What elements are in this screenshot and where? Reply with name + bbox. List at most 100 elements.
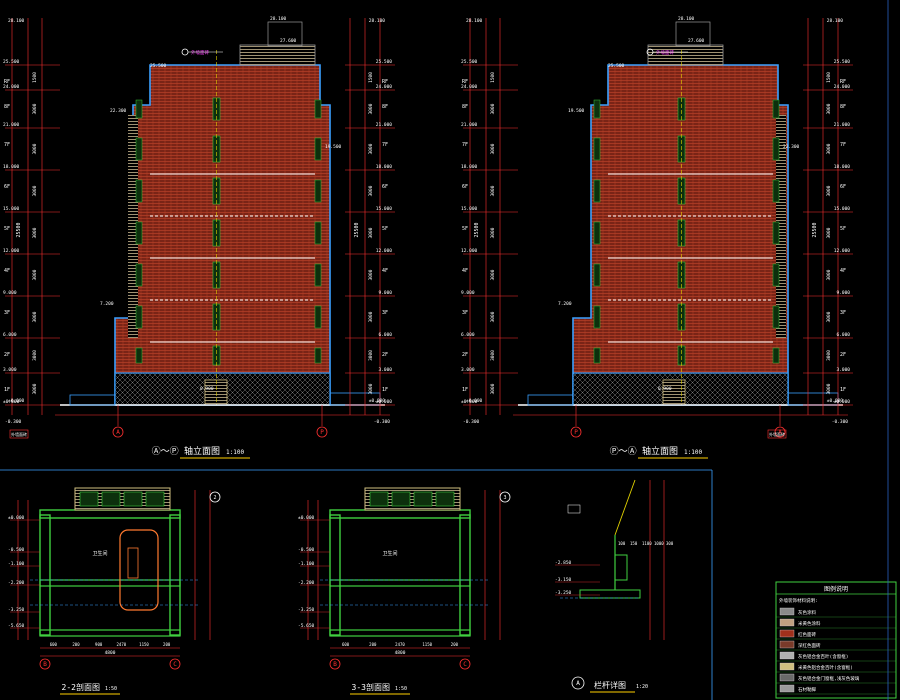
top-level: 28.100 [466, 18, 483, 24]
level-value: 12.000 [376, 248, 393, 254]
roof-slab [329, 509, 471, 519]
floor-label: 3F [4, 310, 10, 316]
ground-level: ±0.000 [8, 398, 25, 404]
storey-dim: 3000 [368, 227, 374, 238]
elevation-title: Ⓟ～Ⓐ 轴立面图 [610, 445, 678, 457]
legend-item-label: 灰色铝合金百叶(含窗框) [798, 653, 848, 660]
section-scale: 1:50 [395, 686, 407, 692]
level-mark: 19.500 [325, 144, 342, 150]
window [772, 263, 780, 287]
storey-dim: 3000 [32, 103, 38, 114]
storey-dim: 3000 [368, 350, 374, 361]
level-value: 9.000 [378, 290, 392, 296]
total-height-dim: 25500 [812, 222, 818, 237]
floor-label: 7F [462, 142, 468, 148]
roof-level: 27.600 [688, 38, 705, 44]
level-value: 3.000 [461, 367, 475, 373]
top-level: 28.100 [8, 18, 25, 24]
level-value: 24.000 [834, 84, 851, 90]
level-value: 3.000 [378, 367, 392, 373]
legend-swatch [779, 629, 795, 638]
section-level: -2.200 [298, 580, 315, 586]
axis-label-right: C [463, 661, 467, 668]
legend-subtitle: 外墙装饰材料说明: [779, 597, 818, 604]
bottom-dim: 2470 [395, 642, 405, 647]
right-wall [459, 514, 471, 636]
axis-bubble-right [774, 426, 786, 438]
level-value: 21.000 [834, 122, 851, 128]
parapet-level: 25.500 [150, 63, 167, 69]
callout-bubble [181, 48, 189, 56]
axis-label-left: B [333, 661, 337, 668]
storey-dim: 3000 [490, 103, 496, 114]
legend-frame [775, 581, 897, 699]
floor-label: 6F [4, 184, 10, 190]
section-level: -3.250 [8, 607, 25, 613]
window [593, 221, 601, 245]
skylight-pane [101, 491, 121, 507]
room-label: 卫生间 [92, 550, 107, 557]
level-value: 25.500 [376, 59, 393, 65]
level-value: 9.000 [836, 290, 850, 296]
detail-level: -2.850 [555, 560, 572, 566]
storey-dim: 3000 [368, 311, 374, 322]
level-value: 6.000 [3, 332, 17, 338]
level-value: 18.000 [834, 164, 851, 170]
ground-level: ±0.000 [827, 398, 844, 404]
floor-label: 3F [840, 310, 846, 316]
window [314, 99, 322, 119]
legend-swatch [779, 618, 795, 627]
floor-label: 4F [382, 268, 388, 274]
ground-level: ±0.000 [369, 398, 386, 404]
detail-level: -3.250 [555, 590, 572, 596]
floor-label: 3F [462, 310, 468, 316]
section-2-2: 卫生间±0.000-0.500-1.100-2.200-3.250-5.6506… [8, 487, 221, 695]
window [772, 137, 780, 161]
floor-label: 1F [382, 387, 388, 393]
level-value: 12.000 [461, 248, 478, 254]
callout-box [567, 504, 581, 514]
storey-dim: 3000 [490, 227, 496, 238]
storey-dim: 3000 [32, 311, 38, 322]
window [314, 137, 322, 161]
level-value: 25.500 [461, 59, 478, 65]
storey-dim: 3000 [368, 143, 374, 154]
storey-dim: 3000 [490, 311, 496, 322]
slab-edge [579, 589, 641, 599]
bottom-dim: 200 [163, 642, 171, 647]
storey-dim: 3000 [32, 143, 38, 154]
top-level: 28.100 [369, 18, 386, 24]
legend-item-label: 米黄色涂料 [798, 620, 821, 627]
window [772, 347, 780, 364]
storey-dim: 3000 [368, 383, 374, 394]
floor-label: 1F [840, 387, 846, 393]
skylight-pane [435, 491, 455, 507]
ground-level: ±0.000 [466, 398, 483, 404]
legend-item-label: 石材勒脚 [798, 686, 816, 693]
door-level: 0.900 [200, 386, 214, 392]
floor-slab [329, 629, 471, 637]
level-value: 9.000 [3, 290, 17, 296]
floor-label: 2F [382, 352, 388, 358]
floor-label: RF [462, 79, 468, 85]
penthouse-level: 28.100 [270, 16, 287, 22]
window [314, 221, 322, 245]
level-value: 24.000 [461, 84, 478, 90]
steps-left [69, 394, 116, 406]
material-note: 外墙面砖 [191, 49, 209, 56]
skylight-pane [79, 491, 99, 507]
window [135, 179, 143, 203]
section-callout [209, 491, 221, 503]
section-scale: 1:50 [105, 686, 117, 692]
floor-label: 5F [840, 226, 846, 232]
detail-dim: 300 [666, 541, 674, 546]
fixture-detail [127, 547, 139, 579]
bottom-dim: 600 [50, 642, 58, 647]
storey-dim: 3000 [490, 143, 496, 154]
axis-bubble-right [169, 658, 181, 670]
storey-dim: 3000 [826, 185, 832, 196]
window [772, 221, 780, 245]
window [314, 179, 322, 203]
bottom-dim: 1150 [422, 642, 432, 647]
railing-base [614, 554, 628, 581]
